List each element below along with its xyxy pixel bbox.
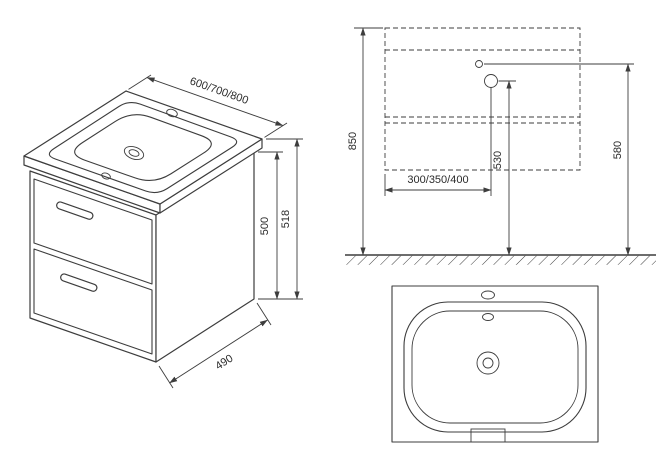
washbasin-plan-view: [391, 285, 599, 443]
drawer-lower: [33, 248, 153, 355]
dim-drain-offset: 300/350/400: [384, 174, 492, 193]
lower-drawer-handle: [60, 273, 98, 292]
drain-hole-inner: [482, 357, 494, 369]
dim-drain-height: 530: [492, 80, 512, 256]
dim-cabinet-height-label: 500: [259, 217, 271, 235]
overflow-hole: [482, 313, 494, 321]
basin-rim: [403, 301, 587, 433]
dim-overall-height-label: 850: [347, 132, 359, 150]
overflow-hole: [101, 172, 111, 180]
dim-drain-height-label: 530: [492, 151, 504, 169]
drain-point: [484, 74, 498, 88]
dim-drain-offset-label: 300/350/400: [407, 174, 468, 186]
drain-hole: [476, 351, 500, 375]
dim-total-height-label: 518: [280, 210, 292, 228]
dim-depth-label: 490: [213, 352, 235, 372]
installation-elevation-view: 850 530 580 300/350/400: [345, 27, 656, 265]
basin-drain-inner: [128, 149, 140, 157]
dim-overall-height: 850: [347, 27, 383, 256]
dim-total-height: 518: [258, 138, 303, 300]
water-supply-point: [475, 60, 483, 68]
dim-width-label: 600/700/800: [188, 75, 250, 107]
dim-supply-height: 580: [612, 63, 631, 256]
dim-cabinet-height: 500: [258, 151, 283, 300]
drawer-upper: [33, 178, 153, 285]
floor-hatch: [346, 255, 656, 265]
faucet-hole: [481, 290, 495, 300]
upper-drawer-handle: [56, 201, 94, 220]
isometric-cabinet-view: 600/700/800 518 500 490: [23, 74, 303, 389]
basin-drain: [123, 145, 145, 161]
cabinet-outline-dashed: [384, 27, 581, 171]
basin-deck-outline: [48, 101, 238, 194]
dim-supply-height-label: 580: [612, 141, 624, 159]
basin-inner: [411, 310, 579, 424]
siphon-notch: [470, 428, 506, 443]
basin-bowl-outline: [74, 114, 212, 182]
